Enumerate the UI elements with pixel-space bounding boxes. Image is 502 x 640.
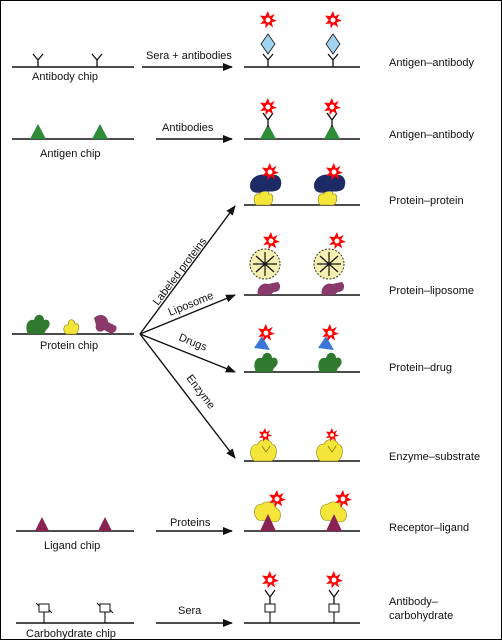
enzyme-substrate-complex [250, 428, 277, 462]
receptor-ligand-complex [320, 490, 352, 531]
protein-protein-complex [250, 163, 282, 206]
protein-liposome-complex [313, 232, 346, 295]
liposome-arrow [139, 294, 236, 335]
protein-purple-icon [94, 315, 117, 334]
result-protein-liposome: Protein–liposome [389, 285, 474, 297]
sera-antibodies-label: Sera + antibodies [146, 50, 232, 62]
label-burst-icon [262, 571, 279, 589]
antigen-antibody-complex [325, 11, 342, 67]
ligand-triangle-icon [35, 517, 49, 531]
result-protein-protein: Protein–protein [389, 195, 464, 207]
drug-icon [254, 336, 270, 350]
receptor-ligand-complex [254, 490, 286, 531]
result-antibody-carbohydrate-line-1: Antibody– [389, 596, 439, 608]
row-antigen-chip: Antigen chip Antibodies Antigen–antibody [12, 98, 475, 160]
antibody-carbohydrate-complex [262, 571, 279, 623]
antigen-chip-label: Antigen chip [40, 148, 101, 160]
result-protein-drug: Protein–drug [389, 362, 452, 374]
antibody-icon [32, 53, 44, 67]
result-antigen-antibody-2: Antigen–antibody [389, 129, 475, 141]
carbohydrate-chip-label: Carbohydrate chip [26, 628, 116, 640]
antigen-antibody-complex [260, 11, 277, 67]
result-antigen-antibody-1: Antigen–antibody [389, 57, 475, 69]
protein-protein-complex [314, 163, 346, 206]
row-protein-liposome: Protein–liposome [244, 232, 474, 297]
protein-liposome-complex [249, 232, 281, 295]
label-burst-icon [329, 232, 346, 250]
carbohydrate-icon [96, 602, 114, 623]
row-ligand-chip: Ligand chip Proteins Receptor–ligand [16, 490, 469, 552]
ligand-chip-label: Ligand chip [44, 540, 100, 552]
label-burst-icon [263, 232, 280, 250]
row-protein-protein: Protein–protein [244, 163, 464, 207]
enzyme-arrow [139, 333, 236, 459]
row-carbohydrate-chip: Carbohydrate chip Sera Antibody– carbohy… [16, 571, 453, 640]
antibodies-label: Antibodies [162, 122, 214, 134]
enzyme-label: Enzyme [184, 373, 218, 412]
antigen-triangle-icon [30, 124, 46, 139]
protein-drug-complex [318, 324, 342, 372]
label-burst-icon [326, 571, 343, 589]
antibody-carbohydrate-complex [326, 571, 343, 623]
antibody-antigen-complex [260, 98, 277, 139]
result-antibody-carbohydrate-line-2: carbohydrate [389, 610, 453, 622]
result-receptor-ligand: Receptor–ligand [389, 522, 469, 534]
proteins-label: Proteins [170, 517, 211, 529]
enzyme-substrate-complex [316, 428, 343, 462]
drugs-arrow [139, 333, 236, 373]
antibody-icon [91, 53, 103, 67]
result-enzyme-substrate: Enzyme–substrate [389, 451, 480, 463]
antigen-triangle-icon [92, 124, 108, 139]
labeled-proteins-arrow [139, 205, 236, 335]
row-protein-drug: Protein–drug [244, 324, 452, 374]
label-burst-icon [260, 98, 277, 116]
liposome-label: Liposome [167, 290, 216, 319]
sera-label: Sera [178, 605, 202, 617]
carbohydrate-icon [35, 602, 53, 623]
antibody-antigen-complex [324, 98, 341, 139]
protein-yellow-icon [63, 319, 80, 335]
ligand-triangle-icon [98, 517, 112, 531]
antibody-chip-label: Antibody chip [32, 71, 98, 83]
label-burst-icon [260, 11, 277, 29]
label-burst-icon [325, 11, 342, 29]
row-enzyme-substrate: Enzyme–substrate [244, 428, 480, 463]
row-antibody-chip: Antibody chip Sera + antibodies Antigen–… [12, 11, 475, 83]
protein-green-icon [26, 314, 50, 334]
antigen-diamond [260, 33, 276, 55]
protein-chip-label: Protein chip [40, 340, 98, 352]
label-burst-icon [324, 98, 341, 116]
drug-icon [318, 336, 334, 350]
row-protein-chip: Protein chip Labeled proteins Liposome D… [12, 205, 236, 459]
protein-drug-complex [254, 324, 278, 372]
antigen-diamond [325, 33, 341, 55]
